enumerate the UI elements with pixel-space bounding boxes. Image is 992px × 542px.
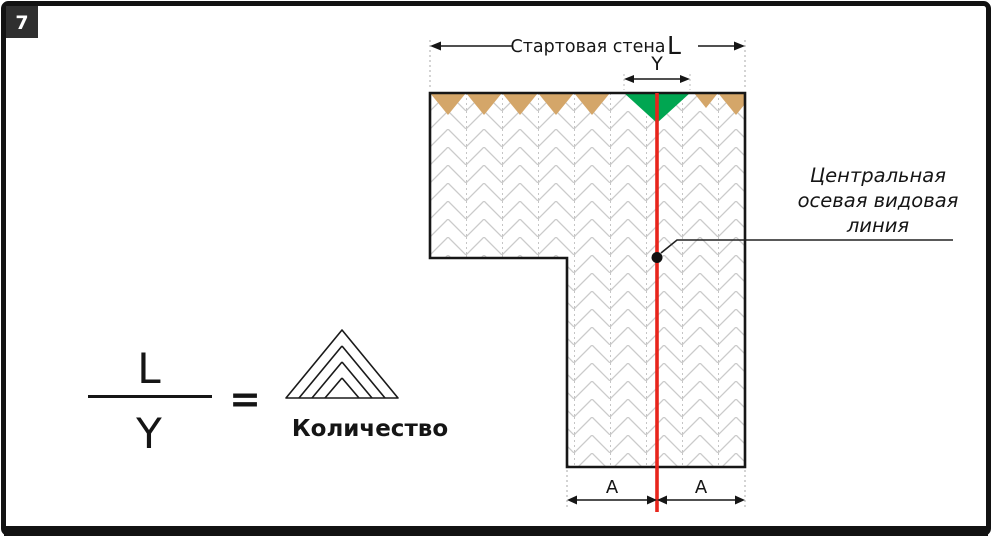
y-dimension: [623, 74, 691, 90]
axis-note-line1: Центральная: [810, 164, 946, 187]
axis-dot: [651, 252, 663, 263]
formula-denominator: Y: [135, 409, 162, 458]
herringbone-floor: [430, 93, 745, 467]
step-badge-box: [6, 6, 38, 38]
leader-line: [660, 239, 953, 254]
a-dimension-left: [566, 470, 657, 509]
arrowhead-right-icon: [735, 495, 745, 505]
triangle-inner-chevrons: [298, 345, 386, 399]
step-badge: 7: [6, 6, 38, 38]
axis-note-line2: осевая видовая: [798, 189, 959, 212]
y-dimension-label: Y: [650, 53, 663, 75]
parquet-triangle: [466, 93, 502, 115]
room-outline: [428, 91, 747, 469]
step-badge-number: 7: [15, 12, 28, 34]
a-dimension-right: [657, 470, 746, 509]
arrowhead-left-icon: [567, 495, 577, 505]
a-left-label: A: [606, 477, 619, 498]
parquet-triangle: [694, 93, 718, 108]
starter-row: [430, 93, 745, 123]
start-wall-label: Стартовая стена: [510, 37, 665, 57]
parquet-triangle: [538, 93, 574, 115]
parquet-triangle: [502, 93, 538, 115]
formula: L Y = Количество: [88, 329, 448, 458]
arrowhead-right-icon: [734, 41, 745, 51]
arrowhead-left-icon: [657, 495, 667, 505]
start-wall-symbol: L: [667, 31, 681, 60]
a-right-label: A: [695, 477, 708, 498]
axis-note-line3: линия: [846, 214, 910, 237]
arrowhead-right-icon: [680, 75, 690, 83]
arrowhead-right-icon: [647, 495, 657, 505]
herringbone-triangle-icon: [285, 329, 399, 399]
parquet-triangle: [718, 93, 745, 115]
parquet-triangle: [430, 93, 466, 115]
equals-sign: =: [229, 377, 261, 421]
arrowhead-left-icon: [430, 41, 441, 51]
room-plan: [428, 91, 747, 469]
triangle-outline: [285, 329, 399, 399]
start-wall-dimension: [429, 40, 746, 90]
quantity-label: Количество: [292, 416, 448, 442]
center-axis-callout: Центральная осевая видовая линия: [651, 164, 959, 263]
formula-numerator: L: [137, 344, 161, 393]
arrowhead-left-icon: [624, 75, 634, 83]
parquet-triangle: [574, 93, 610, 115]
frame-bottom-bar: [4, 526, 988, 536]
